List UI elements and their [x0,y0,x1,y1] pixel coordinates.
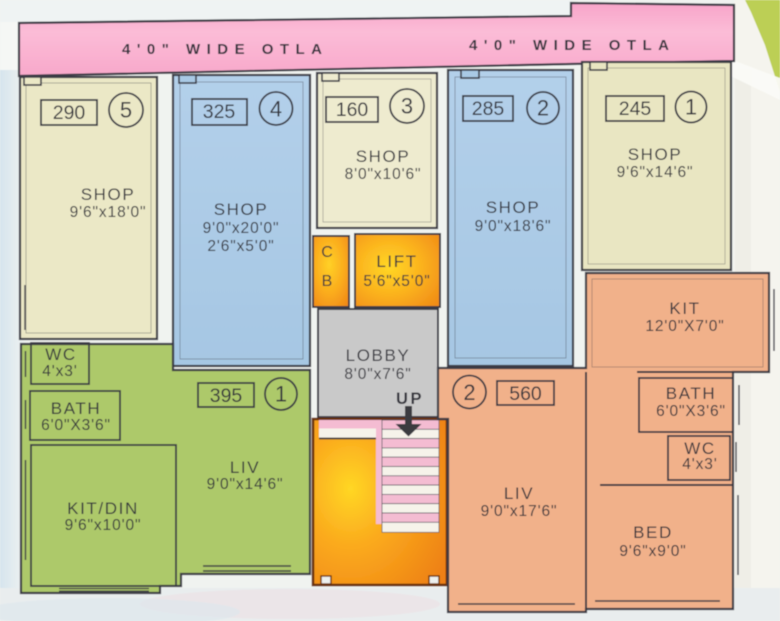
svg-text:245: 245 [619,98,652,120]
svg-text:6'0"X3'6": 6'0"X3'6" [41,417,111,434]
svg-text:BATH: BATH [666,384,716,403]
svg-text:8'0"x7'6": 8'0"x7'6" [344,366,411,383]
svg-text:395: 395 [210,385,243,407]
svg-text:6'0"X3'6": 6'0"X3'6" [656,403,726,420]
svg-text:5: 5 [120,98,132,123]
svg-text:9'6"x9'0": 9'6"x9'0" [619,543,686,560]
svg-text:KIT: KIT [669,299,700,318]
svg-text:KIT/DIN: KIT/DIN [67,499,139,518]
svg-text:4'x3': 4'x3' [42,363,77,380]
svg-text:290: 290 [53,102,86,124]
svg-text:1: 1 [275,382,287,407]
svg-text:SHOP: SHOP [81,185,136,204]
svg-text:3: 3 [401,94,413,119]
svg-text:9'0"x20'0": 9'0"x20'0" [203,220,280,237]
svg-text:SHOP: SHOP [356,147,411,166]
svg-text:2'6"x5'0": 2'6"x5'0" [207,238,274,255]
svg-text:SHOP: SHOP [214,200,269,219]
svg-text:9'0"x18'6": 9'0"x18'6" [475,218,552,235]
svg-text:B: B [322,273,333,290]
svg-text:9'0"x17'6": 9'0"x17'6" [481,503,558,520]
svg-text:2: 2 [463,380,475,405]
svg-text:325: 325 [203,101,236,123]
svg-text:WC: WC [45,345,77,364]
svg-text:9'6"x18'0": 9'6"x18'0" [70,204,147,221]
svg-text:LIFT: LIFT [376,252,417,271]
svg-text:SHOP: SHOP [486,198,541,217]
svg-text:285: 285 [472,98,505,120]
svg-text:UP: UP [396,390,424,408]
svg-text:2: 2 [537,96,549,121]
svg-text:8'0"x10'6": 8'0"x10'6" [345,166,422,183]
svg-text:9'0"x14'6": 9'0"x14'6" [207,476,284,493]
svg-text:LIV: LIV [504,484,534,503]
svg-text:4'x3': 4'x3' [682,456,717,473]
svg-text:LIV: LIV [230,458,260,477]
svg-text:5'6"x5'0": 5'6"x5'0" [363,273,430,290]
svg-text:SHOP: SHOP [628,145,683,164]
svg-text:160: 160 [336,99,369,121]
svg-text:9'6"x10'0": 9'6"x10'0" [65,517,142,534]
svg-text:4: 4 [270,97,282,122]
svg-text:C: C [321,244,333,261]
svg-text:1: 1 [685,95,697,120]
svg-text:WC: WC [684,439,716,458]
svg-text:BED: BED [633,523,673,542]
svg-text:BATH: BATH [51,399,101,418]
svg-text:12'0"X7'0": 12'0"X7'0" [645,318,724,335]
svg-text:9'6"x14'6": 9'6"x14'6" [617,164,694,181]
svg-text:LOBBY: LOBBY [346,346,411,365]
svg-text:560: 560 [509,383,542,405]
